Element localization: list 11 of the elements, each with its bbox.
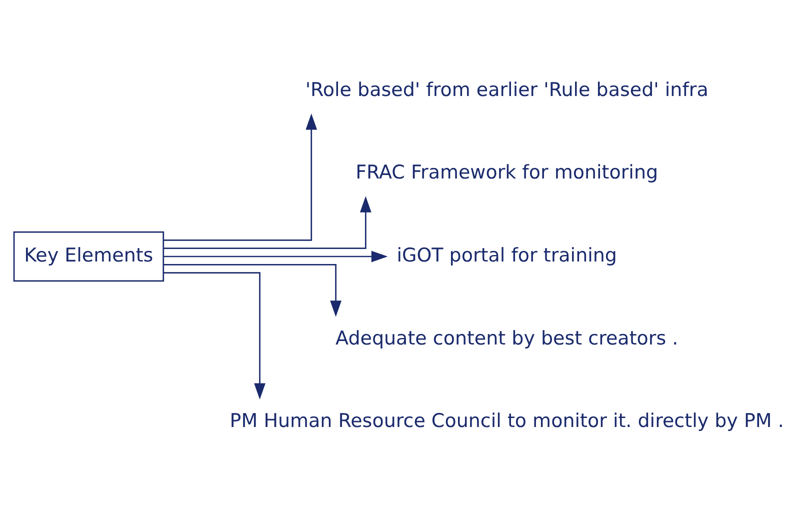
node-box: Key Elements: [13, 230, 164, 282]
arrow: [164, 272, 266, 400]
node-text: PM Human Resource Council to monitor it. directly by PM .: [230, 410, 784, 432]
arrow: [164, 263, 342, 316]
arrow: [164, 196, 372, 249]
arrow: [163, 250, 388, 262]
node-text: 'Role based' from earlier 'Rule based' infra: [305, 78, 708, 100]
node-text: FRAC Framework for monitoring: [356, 161, 658, 184]
node-text: Adequate content by best creators .: [336, 326, 678, 349]
node-text: iGOT portal for training: [396, 244, 617, 266]
arrow: [163, 112, 318, 240]
